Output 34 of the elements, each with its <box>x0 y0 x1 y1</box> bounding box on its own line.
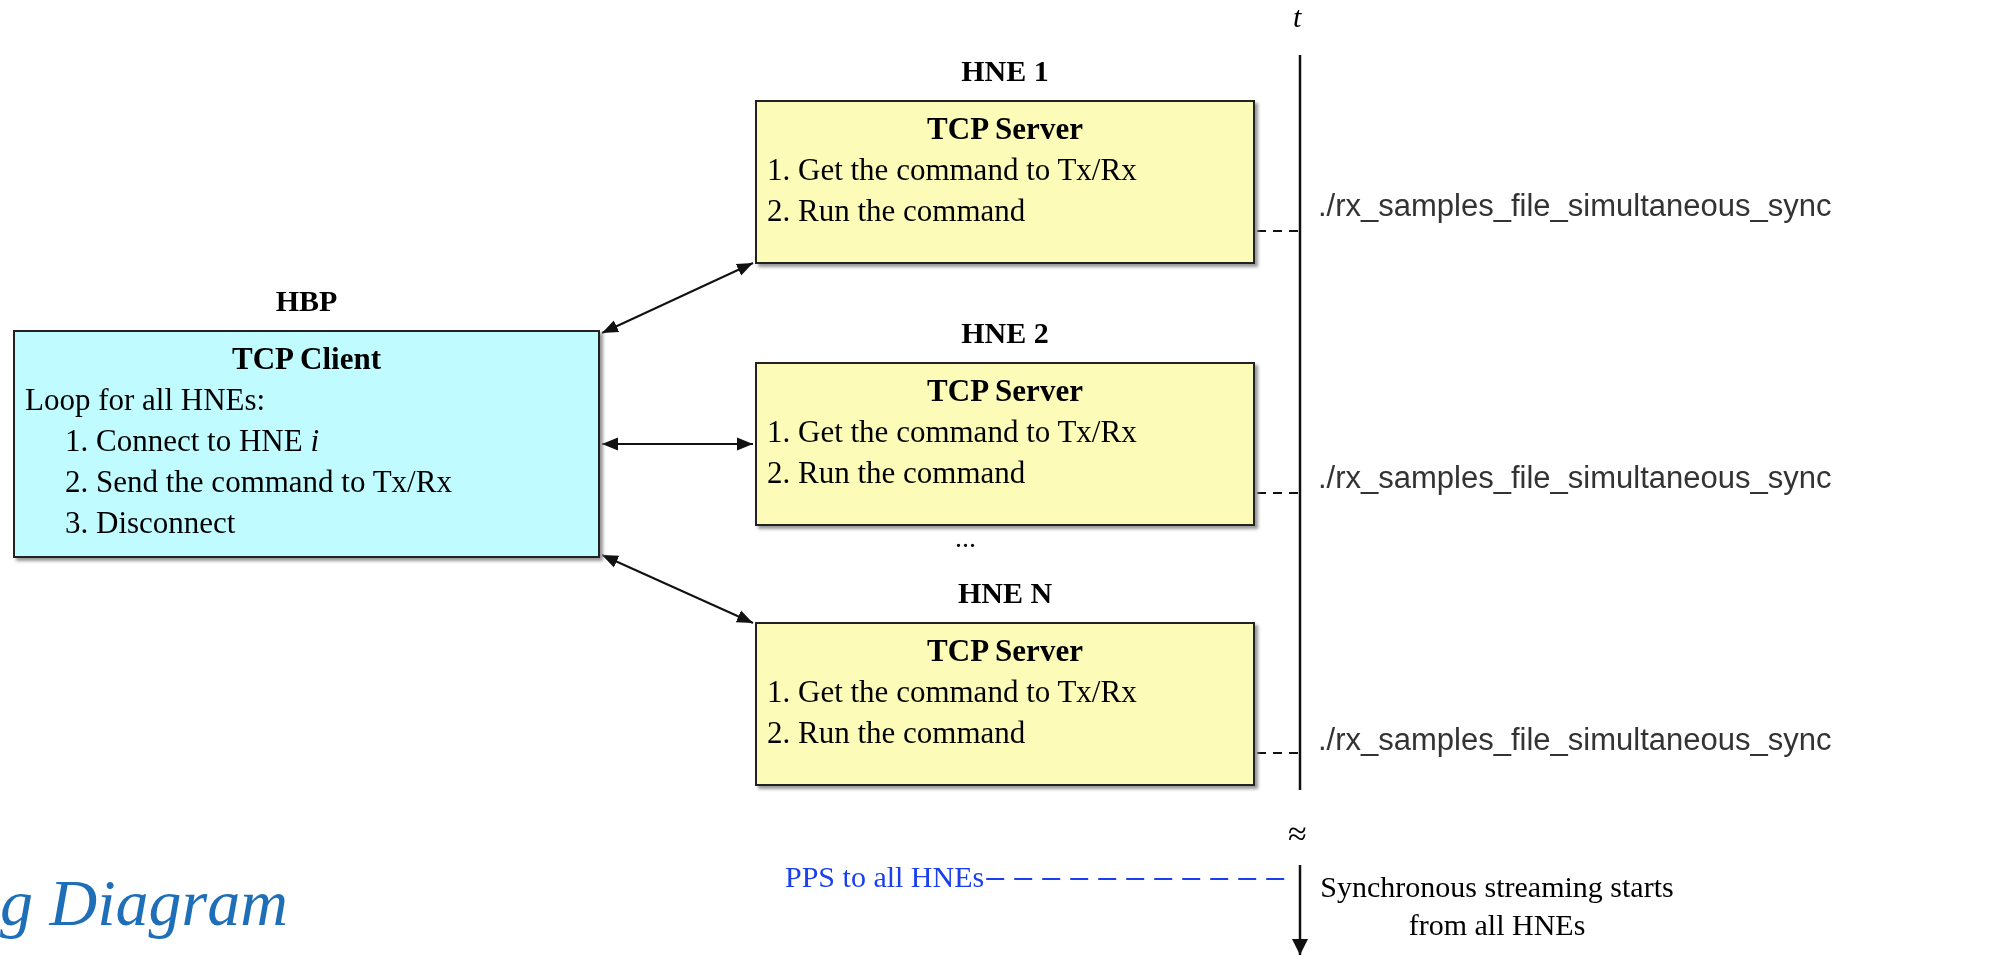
axis-label: t <box>1293 0 1302 34</box>
command-label: ./rx_samples_file_simultaneous_sync <box>1318 460 1832 496</box>
step-text: 1. Get the command to Tx/Rx <box>767 151 1138 189</box>
dashed-line <box>1256 230 1299 232</box>
double-arrow <box>601 437 754 451</box>
command-label: ./rx_samples_file_simultaneous_sync <box>1318 188 1832 224</box>
box-title: TCP Client <box>231 340 382 378</box>
step-text: 1. Get the command to Tx/Rx <box>767 673 1138 711</box>
step-text: 2. Run the command <box>767 192 1027 230</box>
box-title: TCP Server <box>926 372 1084 410</box>
ellipsis: ... <box>955 522 976 554</box>
node-heading: HBP <box>274 284 339 318</box>
node-heading: HNE 1 <box>960 54 1050 88</box>
step-text: Loop for all HNEs: <box>25 381 267 419</box>
double-arrow <box>601 262 754 334</box>
dashed-line <box>1256 492 1299 494</box>
command-label: ./rx_samples_file_simultaneous_sync <box>1318 722 1832 758</box>
title-text: g Diagram <box>0 865 288 941</box>
step-text: 2. Run the command <box>767 714 1027 752</box>
dashed-line <box>985 878 1286 880</box>
step-text: 1. Connect to HNE i <box>64 422 320 460</box>
box-title: TCP Server <box>926 632 1084 670</box>
step-text: 3. Disconnect <box>64 504 237 542</box>
signal-label: PPS to all HNEs <box>785 860 985 894</box>
step-text: 2. Send the command to Tx/Rx <box>64 463 453 501</box>
box-title: TCP Server <box>926 110 1084 148</box>
step-text: 1. Get the command to Tx/Rx <box>767 413 1138 451</box>
note-text: Synchronous streaming starts from all HNEs <box>1319 869 1675 943</box>
double-arrow <box>601 554 754 624</box>
node-heading: HNE 2 <box>960 316 1050 350</box>
dashed-line <box>1256 752 1299 754</box>
break-mark: ≈ <box>1288 815 1307 853</box>
node-heading: HNE N <box>956 576 1054 610</box>
step-text: 2. Run the command <box>767 454 1027 492</box>
